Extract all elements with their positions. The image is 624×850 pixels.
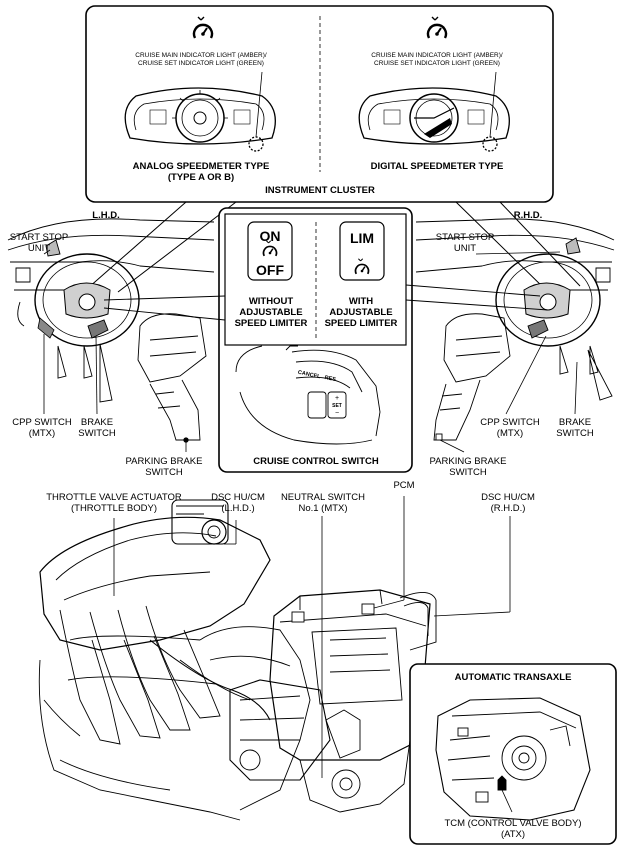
start-stop-right-line-2: UNIT (453, 243, 477, 254)
cpp-left-line-1: CPP SWITCH (12, 417, 72, 428)
plus-label: + (334, 395, 340, 402)
cruise-control-switch-title: CRUISE CONTROL SWITCH (253, 456, 379, 467)
dsc-hu-cm-rhd-label: DSC HU/CM (R.H.D.) (466, 492, 550, 514)
on-button-label: ON (259, 228, 281, 244)
tcm-label: TCM (CONTROL VALVE BODY) (ATX) (412, 818, 614, 840)
parking-left-line-1: PARKING BRAKE (125, 456, 203, 467)
parking-left-line-2: SWITCH (145, 467, 183, 478)
neutral-line-2: No.1 (MTX) (298, 503, 348, 514)
neutral-switch-label: NEUTRAL SWITCH No.1 (MTX) (278, 492, 368, 514)
with-line-3: SPEED LIMITER (324, 318, 398, 329)
throttle-line-2: (THROTTLE BODY) (70, 503, 158, 514)
digital-caption-line-1: CRUISE MAIN INDICATOR LIGHT (AMBER)/ (371, 52, 503, 59)
start-stop-left-line-2: UNIT (27, 243, 51, 254)
digital-indicator-caption: CRUISE MAIN INDICATOR LIGHT (AMBER)/ CRU… (344, 52, 530, 68)
without-line-1: WITHOUT (248, 296, 294, 307)
digital-cluster (358, 71, 510, 152)
tcm-line-1: TCM (CONTROL VALVE BODY) (444, 818, 582, 829)
without-speed-limiter-label: WITHOUT ADJUSTABLE SPEED LIMITER (228, 296, 314, 329)
neutral-line-1: NEUTRAL SWITCH (280, 492, 366, 503)
cpp-left-line-2: (MTX) (28, 428, 56, 439)
analog-caption-line-2: CRUISE SET INDICATOR LIGHT (GREEN) (138, 60, 264, 67)
dsc-lhd-line-1: DSC HU/CM (211, 492, 265, 503)
analog-speedmeter-type: ANALOG SPEEDMETER TYPE (TYPE A OR B) (108, 161, 294, 183)
start-stop-unit-left: START STOP UNIT (2, 232, 76, 254)
analog-type-line-1: ANALOG SPEEDMETER TYPE (132, 161, 270, 172)
lhd-dashboard (7, 218, 215, 443)
analog-indicator-caption: CRUISE MAIN INDICATOR LIGHT (AMBER)/ CRU… (108, 52, 294, 68)
lim-button-label: LIM (349, 230, 375, 246)
instrument-cluster-title: INSTRUMENT CLUSTER (265, 185, 375, 196)
with-speed-limiter-label: WITH ADJUSTABLE SPEED LIMITER (318, 296, 404, 329)
rhd-leader-lines (439, 251, 578, 453)
start-stop-right-line-1: START STOP (435, 232, 495, 243)
automatic-transaxle-title: AUTOMATIC TRANSAXLE (454, 672, 572, 683)
lhd-leader-lines (43, 249, 187, 452)
cpp-switch-left: CPP SWITCH (MTX) (2, 417, 82, 439)
analog-cluster (124, 71, 276, 152)
parking-right-line-1: PARKING BRAKE (429, 456, 507, 467)
pcm-label: PCM (393, 480, 415, 491)
set-label: SET (332, 403, 342, 409)
analog-type-line-2: (TYPE A OR B) (167, 172, 235, 183)
off-button-label: OFF (256, 262, 284, 278)
brake-right-line-1: BRAKE (558, 417, 592, 428)
instrument-cluster-callout (85, 5, 581, 293)
dsc-lhd-line-2: (L.H.D.) (221, 503, 255, 514)
without-line-2: ADJUSTABLE (239, 307, 303, 318)
dsc-hu-cm-lhd-label: DSC HU/CM (L.H.D.) (196, 492, 280, 514)
tcm-line-2: (ATX) (500, 829, 526, 840)
brake-right-line-2: SWITCH (556, 428, 594, 439)
brake-switch-left: BRAKE SWITCH (72, 417, 122, 439)
engine-assembly (38, 499, 437, 821)
brake-left-line-2: SWITCH (78, 428, 116, 439)
automatic-transaxle-callout (409, 663, 617, 845)
start-stop-left-line-1: START STOP (9, 232, 69, 243)
cpp-right-line-2: (MTX) (496, 428, 524, 439)
digital-caption-line-2: CRUISE SET INDICATOR LIGHT (GREEN) (374, 60, 500, 67)
analog-caption-line-1: CRUISE MAIN INDICATOR LIGHT (AMBER)/ (135, 52, 267, 59)
parking-brake-switch-left: PARKING BRAKE SWITCH (114, 456, 214, 478)
throttle-valve-actuator-label: THROTTLE VALVE ACTUATOR (THROTTLE BODY) (36, 492, 192, 514)
parking-right-line-2: SWITCH (449, 467, 487, 478)
without-line-3: SPEED LIMITER (234, 318, 308, 329)
parking-brake-switch-right: PARKING BRAKE SWITCH (418, 456, 518, 478)
digital-speedmeter-type: DIGITAL SPEEDMETER TYPE (370, 161, 504, 172)
throttle-line-1: THROTTLE VALVE ACTUATOR (46, 492, 182, 503)
start-stop-unit-right: START STOP UNIT (428, 232, 502, 254)
cruise-switch-callout (103, 207, 549, 473)
with-line-2: ADJUSTABLE (329, 307, 393, 318)
cpp-switch-right: CPP SWITCH (MTX) (470, 417, 550, 439)
brake-left-line-1: BRAKE (80, 417, 114, 428)
dsc-rhd-line-2: (R.H.D.) (490, 503, 526, 514)
lhd-label: L.H.D. (92, 210, 120, 221)
rhd-label: R.H.D. (513, 210, 543, 221)
engine-leader-lines (113, 496, 511, 778)
with-line-1: WITH (348, 296, 374, 307)
dsc-rhd-line-1: DSC HU/CM (481, 492, 535, 503)
minus-label: − (334, 410, 340, 417)
brake-switch-right: BRAKE SWITCH (550, 417, 600, 439)
cpp-right-line-1: CPP SWITCH (480, 417, 540, 428)
